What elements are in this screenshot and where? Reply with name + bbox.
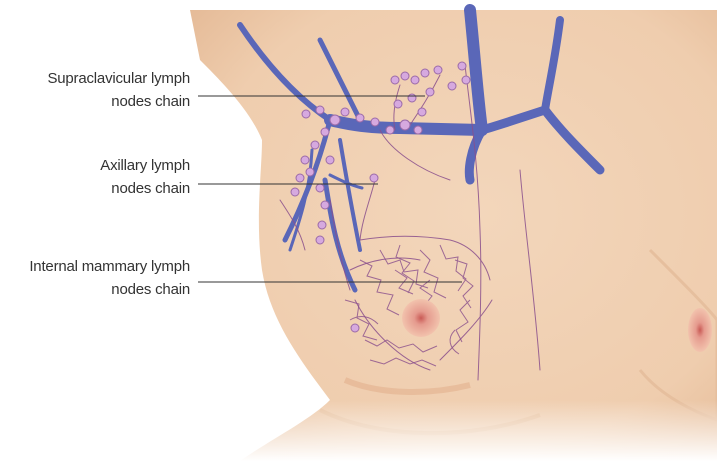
label-internal-mammary-line1: Internal mammary lymph	[29, 255, 190, 278]
label-axillary-lymph-nodes: Axillary lymph nodes chain	[100, 154, 190, 200]
label-supraclavicular-lymph-nodes: Supraclavicular lymph nodes chain	[47, 67, 190, 113]
left-areola	[402, 299, 440, 337]
right-nipple	[688, 308, 712, 352]
label-supraclavicular-line1: Supraclavicular lymph	[47, 67, 190, 90]
label-internal-mammary-line2: nodes chain	[29, 278, 190, 301]
label-axillary-line2: nodes chain	[100, 177, 190, 200]
label-internal-mammary-lymph-nodes: Internal mammary lymph nodes chain	[29, 255, 190, 301]
label-supraclavicular-line2: nodes chain	[47, 90, 190, 113]
torso-skin	[190, 10, 717, 461]
label-axillary-line1: Axillary lymph	[100, 154, 190, 177]
